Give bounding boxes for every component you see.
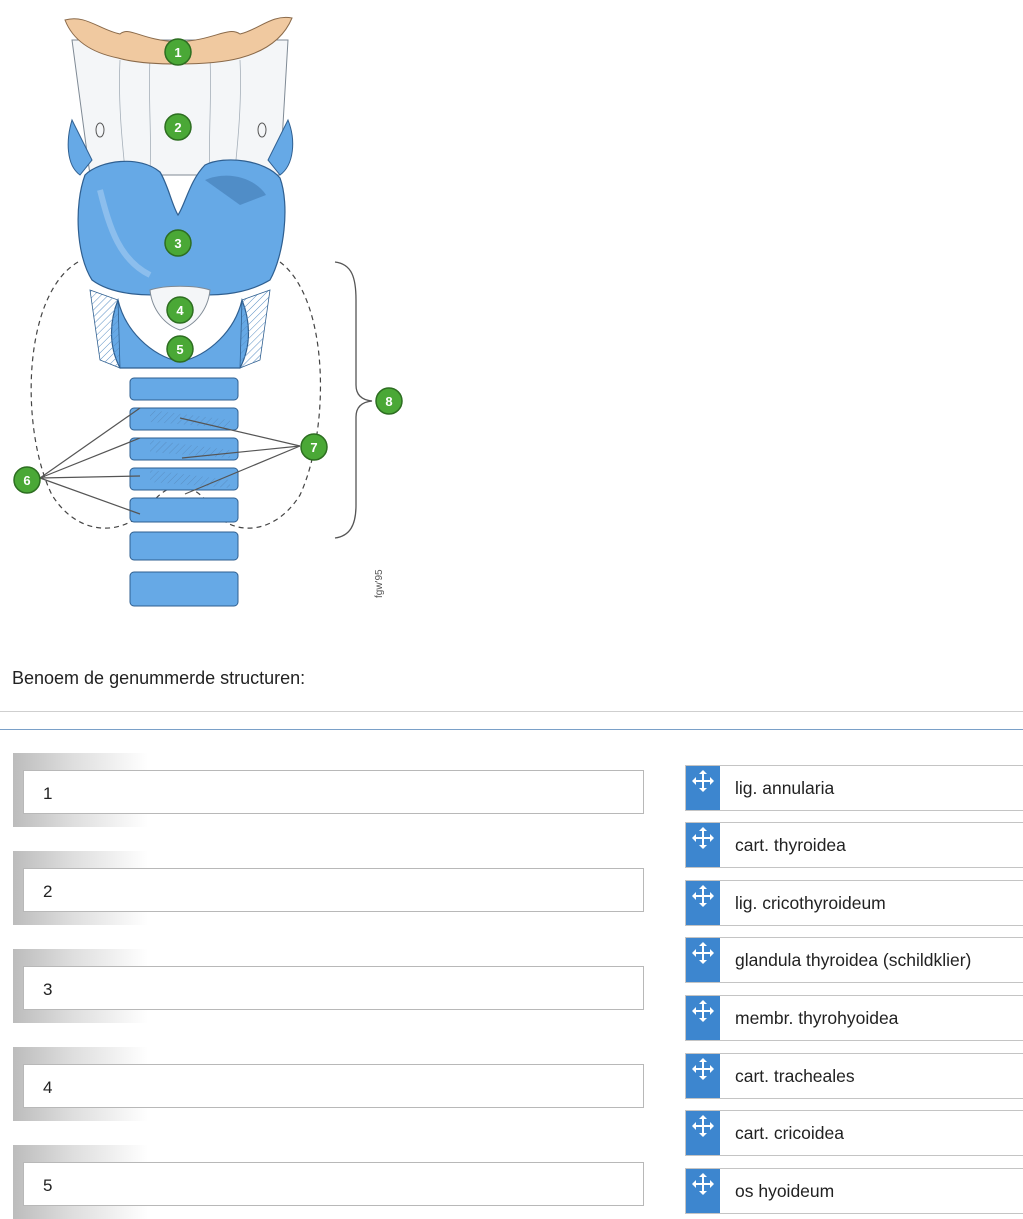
drag-option-label: os hyoideum [735, 1181, 835, 1201]
drop-target-label: 5 [43, 1176, 53, 1195]
marker-4: 4 [166, 296, 194, 324]
drop-target-3[interactable]: 3 [23, 966, 644, 1010]
svg-text:5: 5 [176, 342, 183, 357]
svg-text:6: 6 [23, 473, 30, 488]
marker-7: 7 [300, 433, 328, 461]
drop-row-4: 4 [13, 1047, 646, 1121]
marker-2: 2 [164, 113, 192, 141]
svg-text:3: 3 [174, 236, 181, 251]
drop-target-label: 1 [43, 784, 53, 803]
hyoid-bone-shape [64, 16, 293, 65]
move-icon[interactable] [686, 1111, 720, 1155]
drag-option-os-hyoideum[interactable]: os hyoideum [685, 1168, 1023, 1214]
drag-option-membr-thyrohyoidea[interactable]: membr. thyrohyoidea [685, 995, 1023, 1041]
drop-row-2: 2 [13, 851, 646, 925]
divider [0, 711, 1023, 712]
question-text: Benoem de genummerde structuren: [12, 668, 306, 688]
drop-row-1: 1 [13, 753, 646, 827]
drag-option-label: cart. thyroidea [735, 835, 846, 855]
figure-credit: fgw'95 [374, 569, 385, 598]
drag-option-label: cart. tracheales [735, 1066, 855, 1086]
drop-target-5[interactable]: 5 [23, 1162, 644, 1206]
marker-1: 1 [164, 38, 192, 66]
move-icon[interactable] [686, 881, 720, 925]
move-icon[interactable] [686, 996, 720, 1040]
drag-option-lig-annularia[interactable]: lig. annularia [685, 765, 1023, 811]
marker-8: 8 [375, 387, 403, 415]
drag-option-label: glandula thyroidea (schildklier) [735, 950, 972, 970]
drag-option-label: lig. cricothyroideum [735, 893, 886, 913]
drop-target-label: 2 [43, 882, 53, 901]
marker-3: 3 [164, 229, 192, 257]
svg-text:8: 8 [385, 394, 392, 409]
drag-option-label: lig. annularia [735, 778, 835, 798]
move-icon[interactable] [686, 938, 720, 982]
drag-option-cart-thyroidea[interactable]: cart. thyroidea [685, 822, 1023, 868]
move-icon[interactable] [686, 823, 720, 867]
drop-target-1[interactable]: 1 [23, 770, 644, 814]
drag-option-label: membr. thyrohyoidea [735, 1008, 899, 1028]
marker-5: 5 [166, 335, 194, 363]
svg-text:7: 7 [310, 440, 317, 455]
drop-target-2[interactable]: 2 [23, 868, 644, 912]
marker-6: 6 [13, 466, 41, 494]
drop-target-label: 4 [43, 1078, 53, 1097]
svg-text:1: 1 [174, 45, 181, 60]
drop-target-4[interactable]: 4 [23, 1064, 644, 1108]
drag-option-cart-tracheales[interactable]: cart. tracheales [685, 1053, 1023, 1099]
drag-option-cart-cricoidea[interactable]: cart. cricoidea [685, 1110, 1023, 1156]
drag-option-glandula-thyroidea[interactable]: glandula thyroidea (schildklier) [685, 937, 1023, 983]
move-icon[interactable] [686, 1054, 720, 1098]
drag-option-lig-cricothyroideum[interactable]: lig. cricothyroideum [685, 880, 1023, 926]
tracheal-rings [129, 377, 239, 607]
drop-row-3: 3 [13, 949, 646, 1023]
brace-8 [334, 261, 373, 539]
drop-target-label: 3 [43, 980, 53, 999]
svg-text:4: 4 [176, 303, 184, 318]
divider-accent [0, 729, 1023, 730]
drag-option-label: cart. cricoidea [735, 1123, 844, 1143]
move-icon[interactable] [686, 766, 720, 810]
drop-row-5: 5 [13, 1145, 646, 1219]
svg-text:2: 2 [174, 120, 181, 135]
larynx-illustration: 1 2 3 4 5 6 7 8 fgw'95 [13, 16, 403, 607]
move-icon[interactable] [686, 1169, 720, 1213]
